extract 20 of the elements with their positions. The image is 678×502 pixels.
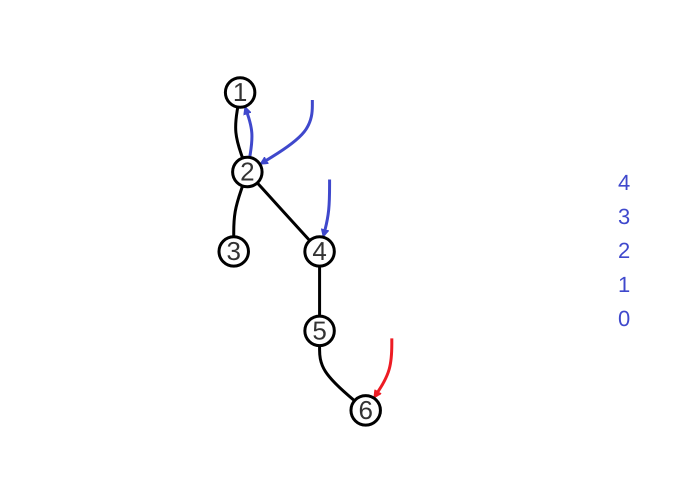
connector — [318, 345, 356, 402]
connector — [318, 266, 321, 316]
step-number: 1 — [618, 272, 632, 298]
step-number: 4 — [618, 170, 632, 196]
connector — [232, 184, 244, 236]
node-circle: 5 — [303, 314, 336, 347]
node-circle: 2 — [230, 155, 264, 188]
connector — [256, 181, 311, 242]
arrow — [259, 100, 314, 164]
arrow — [373, 338, 394, 398]
node-circle: 3 — [217, 234, 250, 268]
node-circle: 6 — [349, 394, 382, 426]
node-circle: 1 — [224, 76, 256, 108]
step-number: 0 — [618, 306, 632, 332]
connector — [234, 106, 244, 158]
step-number: 2 — [618, 238, 632, 264]
node-circle: 4 — [303, 234, 336, 268]
step-number: 3 — [618, 204, 632, 230]
arrow — [243, 106, 254, 158]
arrow — [320, 179, 331, 238]
